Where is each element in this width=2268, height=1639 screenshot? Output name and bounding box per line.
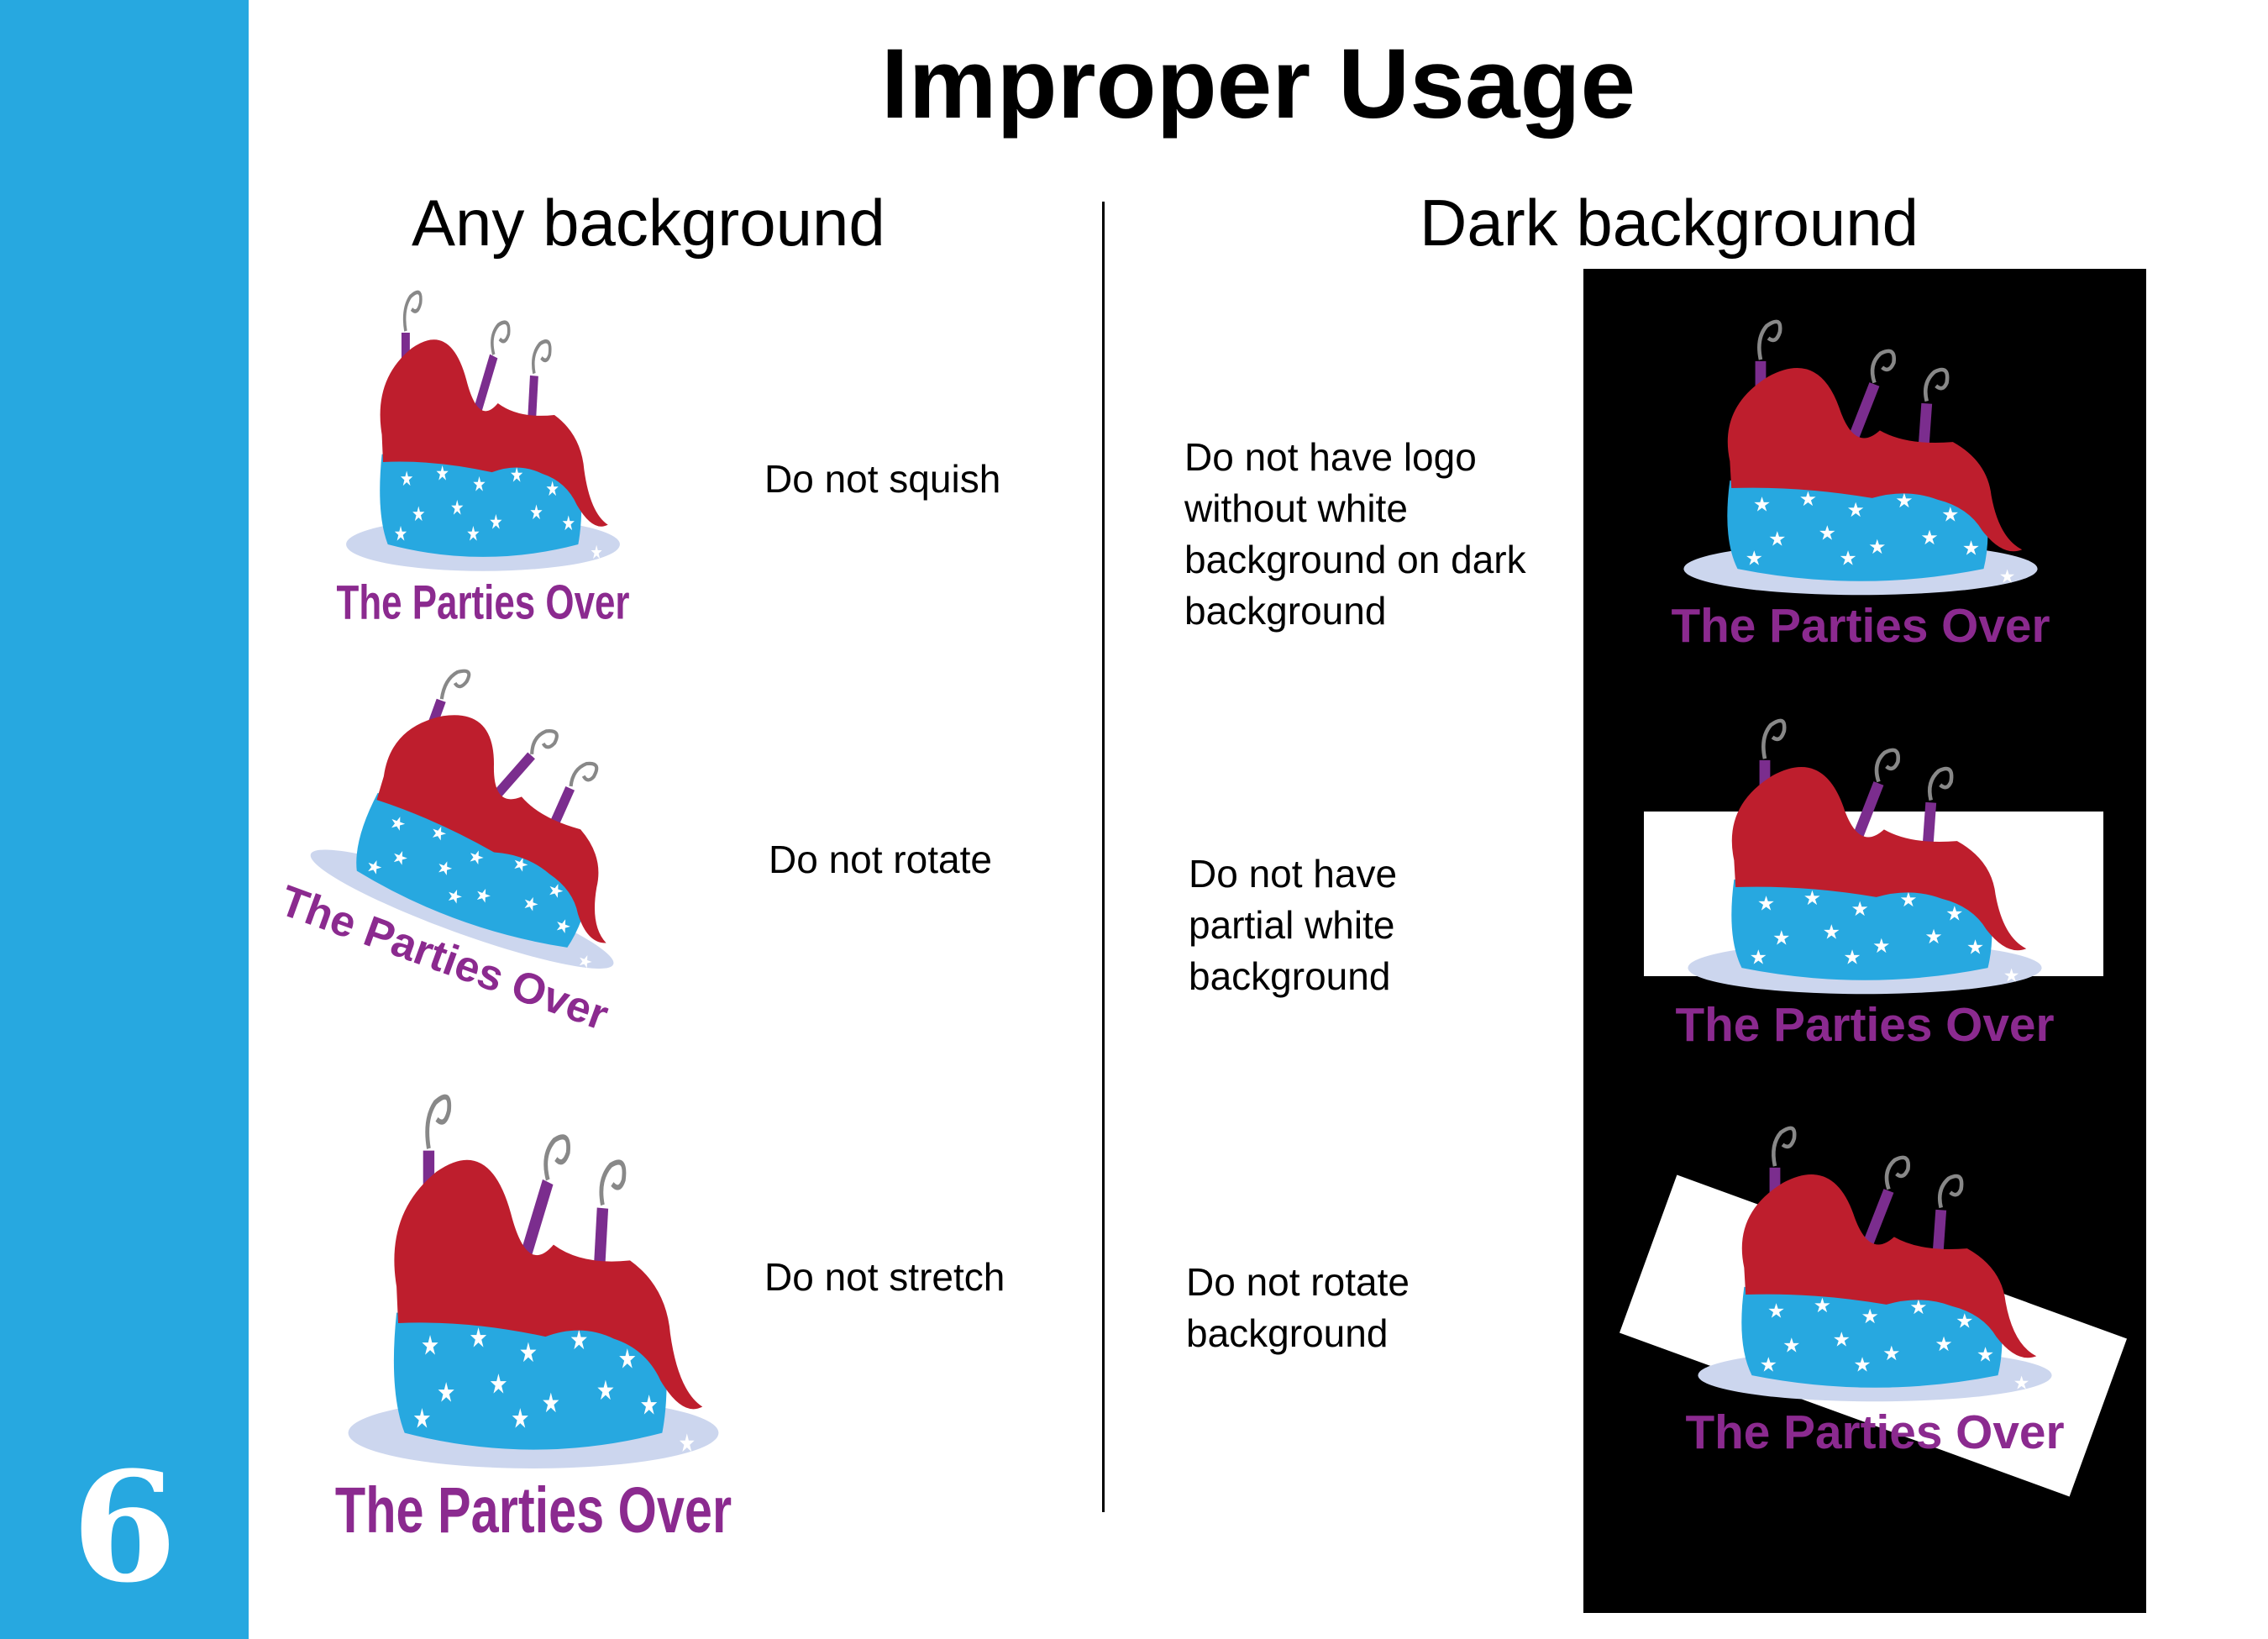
side-bar [0,0,249,1639]
logo-squished [340,286,626,638]
logo-rotated-bg [1690,1122,2060,1468]
caption-rotate: Do not rotate [769,838,992,881]
caption-rotate-bg: Do not rotate background [1186,1260,1410,1355]
caption-no-white-bg: Do not have logo without white backgroun… [1184,435,1526,633]
logo-on-dark [1676,315,2045,661]
left-column-heading: Any background [412,186,885,260]
caption-squish: Do not squish [764,457,1001,501]
caption-stretch: Do not stretch [764,1255,1005,1299]
logo-partial-white [1680,714,2050,1060]
logo-rotated [275,633,700,1048]
caption-partial-white-bg: Do not have partial white background [1189,852,1398,998]
page-title: Improper Usage [880,29,1636,139]
column-divider [1102,202,1105,1512]
page-number: 6 [71,1439,177,1616]
right-column-heading: Dark background [1420,186,1919,260]
logo-stretched [340,1088,727,1558]
